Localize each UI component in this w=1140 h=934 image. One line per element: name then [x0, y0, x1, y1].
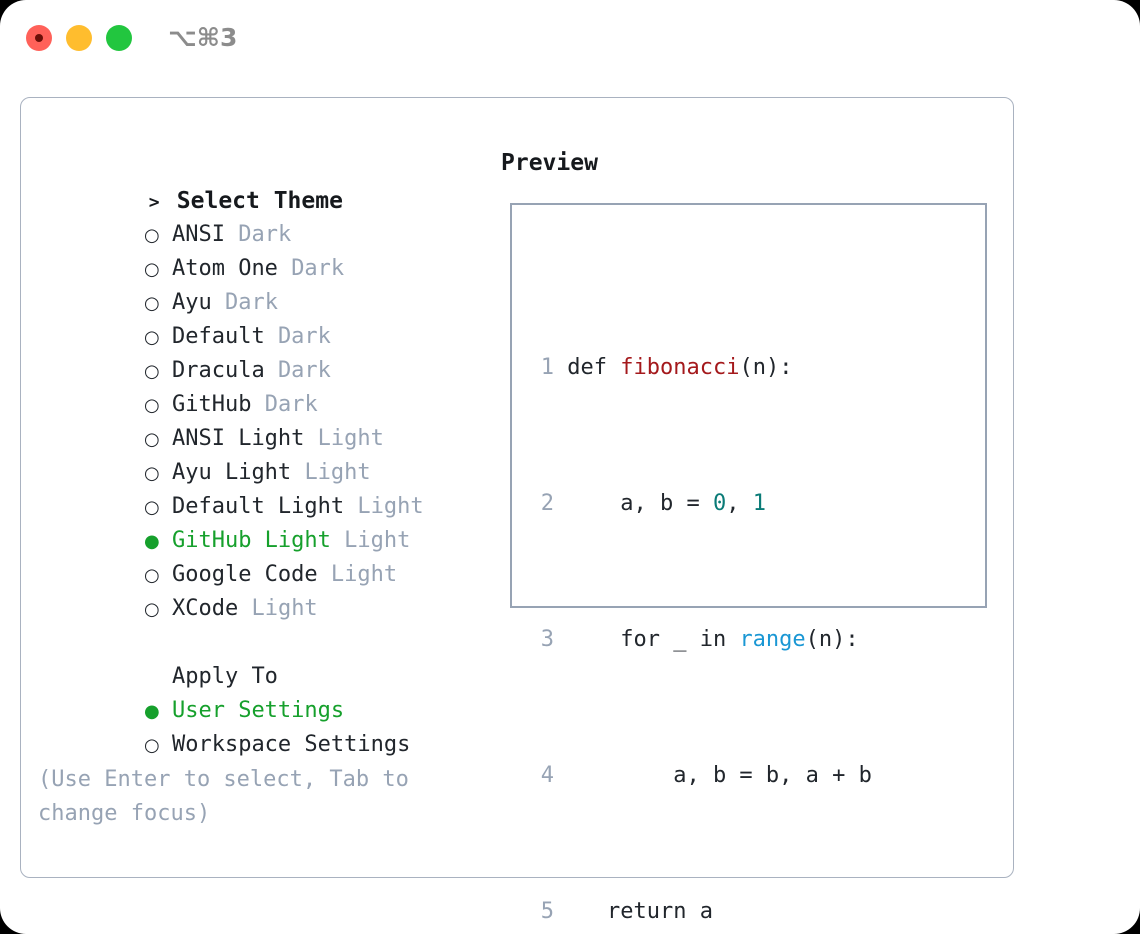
radio-unselected-icon[interactable]: ○	[143, 565, 160, 586]
radio-unselected-icon[interactable]: ○	[143, 463, 160, 484]
theme-item-tag: Dark	[291, 256, 345, 281]
line-number: 5	[540, 899, 554, 924]
theme-item-tag: Dark	[277, 358, 331, 383]
line-number: 3	[540, 627, 554, 652]
theme-item-tag: Light	[344, 528, 411, 553]
theme-item-tag: Light	[304, 460, 371, 485]
theme-item-tag: Light	[251, 596, 318, 621]
code-token-builtin: range	[739, 627, 806, 652]
apply-to-heading: ○Apply To	[38, 626, 488, 689]
main-panel: >Select Theme ○ANSI Dark ○Atom One Dark …	[20, 97, 1014, 924]
apply-to-item-label: Workspace Settings	[171, 732, 411, 757]
theme-item-tag: Light	[357, 494, 424, 519]
theme-item-tag: Dark	[264, 392, 318, 417]
theme-item-google-code[interactable]: ○ Google Code Light	[38, 524, 488, 587]
radio-unselected-icon[interactable]: ○	[143, 259, 160, 280]
radio-unselected-icon[interactable]: ○	[143, 225, 160, 246]
theme-item-label: GitHub	[171, 392, 252, 417]
radio-unselected-icon[interactable]: ○	[143, 361, 160, 382]
theme-item-tag: Light	[317, 426, 384, 451]
theme-item-github[interactable]: ○ GitHub Dark	[38, 354, 488, 417]
theme-item-label: Atom One	[171, 256, 278, 281]
help-hint-text: (Use Enter to select, Tab to change focu…	[38, 767, 423, 826]
theme-item-tag: Dark	[238, 222, 292, 247]
apply-to-item-label: User Settings	[171, 698, 345, 723]
theme-item-ayu[interactable]: ○ Ayu Dark	[38, 252, 488, 315]
theme-item-tag: Dark	[277, 324, 331, 349]
theme-item-ansi[interactable]: ○ ANSI Dark	[38, 184, 488, 247]
theme-item-atom-one[interactable]: ○ Atom One Dark	[38, 218, 488, 281]
code-token: a, b =	[567, 491, 713, 516]
line-number: 2	[540, 491, 554, 516]
blank-marker-icon: ○	[144, 661, 172, 695]
code-token: for _ in	[567, 627, 740, 652]
radio-unselected-icon[interactable]: ○	[143, 429, 160, 450]
code-token: (n):	[739, 355, 793, 380]
prompt-caret-icon: >	[148, 192, 160, 213]
radio-unselected-icon[interactable]: ○	[143, 293, 160, 314]
code-token-function: fibonacci	[620, 355, 740, 380]
code-token: ,	[726, 491, 753, 516]
apply-to-heading-label: Apply To	[171, 664, 278, 689]
theme-item-dracula[interactable]: ○ Dracula Dark	[38, 320, 488, 383]
radio-selected-icon[interactable]: ●	[143, 701, 160, 722]
code-line: 2 a, b = 0, 1	[532, 487, 898, 521]
preview-heading: Preview	[501, 150, 598, 176]
theme-item-xcode[interactable]: ○ XCode Light	[38, 558, 488, 621]
theme-item-label: Default	[171, 324, 265, 349]
code-line: 3 for _ in range(n):	[532, 623, 898, 657]
code-line: 4 a, b = b, a + b	[532, 759, 898, 793]
select-theme-heading: > Select Theme	[38, 150, 488, 214]
theme-item-label: Ayu	[171, 290, 212, 315]
theme-item-tag: Light	[330, 562, 398, 587]
radio-unselected-icon[interactable]: ○	[143, 327, 160, 348]
code-token-number: 1	[752, 491, 766, 516]
title-bar: ⌥⌘3	[0, 0, 1140, 78]
code-token: a, b = b, a + b	[567, 763, 872, 788]
theme-item-default-light[interactable]: ○ Default Light Light	[38, 456, 488, 519]
theme-item-label: ANSI	[171, 222, 225, 247]
recording-indicator-icon	[35, 34, 43, 42]
theme-item-label: GitHub Light	[171, 528, 331, 553]
theme-selector-column: >Select Theme ○ANSI Dark ○Atom One Dark …	[38, 150, 488, 757]
theme-item-label: ANSI Light	[171, 426, 305, 451]
code-sample: 1 def fibonacci(n): 2 a, b = 0, 1 3 for …	[532, 249, 898, 934]
radio-unselected-icon[interactable]: ○	[143, 395, 160, 416]
radio-unselected-icon[interactable]: ○	[143, 497, 160, 518]
theme-item-label: Default Light	[171, 494, 345, 519]
minimize-button[interactable]	[66, 25, 92, 51]
theme-item-ayu-light[interactable]: ○ Ayu Light Light	[38, 422, 488, 485]
theme-item-label: Ayu Light	[171, 460, 292, 485]
theme-item-ansi-light[interactable]: ○ ANSI Light Light	[38, 388, 488, 451]
code-line: 1 def fibonacci(n):	[532, 351, 898, 385]
radio-unselected-icon[interactable]: ○	[143, 735, 160, 756]
select-theme-heading-label: Select Theme	[176, 188, 343, 214]
preview-box: 1 def fibonacci(n): 2 a, b = 0, 1 3 for …	[510, 203, 987, 924]
code-token-number: 0	[712, 491, 727, 516]
maximize-button[interactable]	[106, 25, 132, 51]
theme-item-label: Dracula	[171, 358, 265, 383]
line-number: 1	[540, 355, 554, 380]
theme-item-default[interactable]: ○ Default Dark	[38, 286, 488, 349]
radio-selected-icon[interactable]: ●	[143, 531, 160, 552]
theme-item-github-light[interactable]: ● GitHub Light Light	[38, 490, 488, 553]
code-line: 5 return a	[532, 895, 898, 929]
code-token: def	[567, 355, 621, 380]
theme-item-label: XCode	[171, 596, 239, 621]
keyboard-shortcut-label: ⌥⌘3	[168, 23, 238, 52]
apply-to-workspace-settings[interactable]: ○ Workspace Settings	[38, 694, 488, 757]
theme-item-label: Google Code	[171, 562, 318, 587]
theme-item-tag: Dark	[224, 290, 278, 315]
radio-unselected-icon[interactable]: ○	[143, 599, 160, 620]
code-token: return a	[567, 899, 713, 924]
apply-to-user-settings[interactable]: ● User Settings	[38, 660, 488, 723]
line-number: 4	[540, 763, 554, 788]
code-token: (n):	[805, 627, 859, 652]
